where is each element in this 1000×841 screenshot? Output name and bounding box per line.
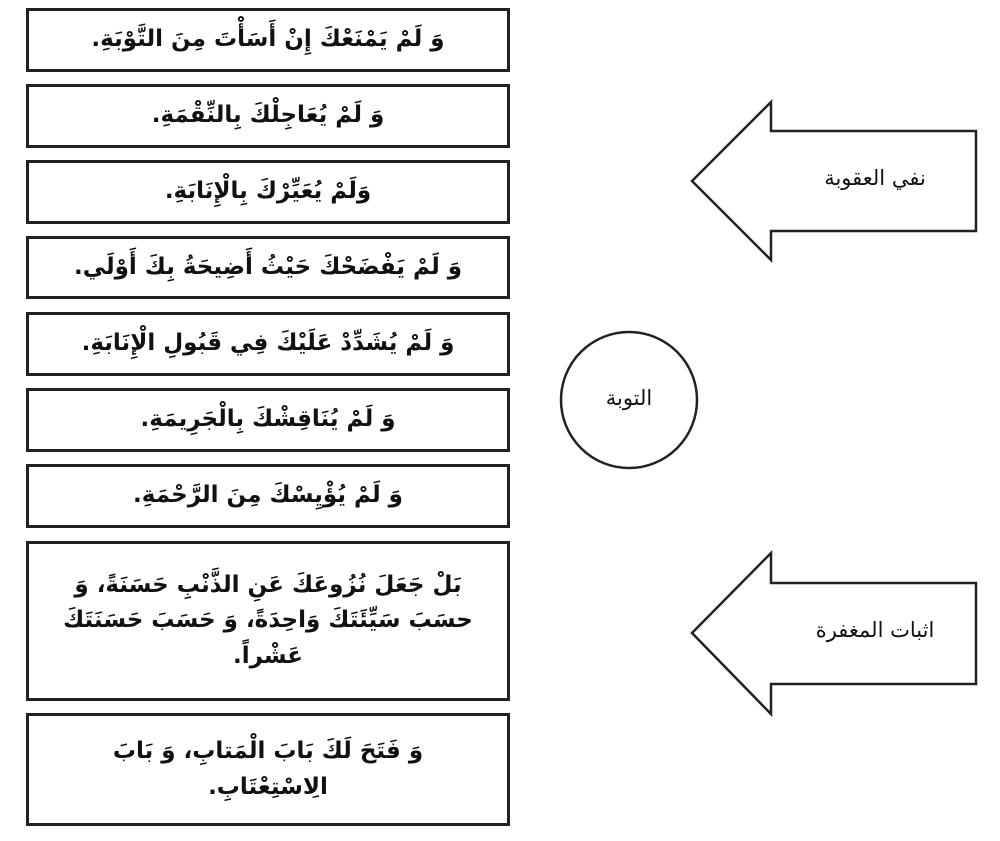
text-box-4: وَ لَمْ يَفْضَحْكَ حَيْثُ أَضِيحَةُ بِكَ… [26, 236, 510, 299]
arrow-bottom-shape [690, 549, 978, 718]
text-box-2: وَ لَمْ يُعَاجِلْكَ بِالنِّقْمَةِ. [26, 84, 510, 148]
arrow-bottom-label: اثبات المغفرة [815, 618, 935, 642]
text-box-7: وَ لَمْ يُؤْيِسْكَ مِنَ الرَّحْمَةِ. [26, 464, 510, 528]
text-box-8: بَلْ جَعَلَ نُزُوعَكَ عَنِ الذَّنْبِ حَس… [26, 541, 510, 701]
arrow-top-shape [690, 98, 978, 264]
text-box-9: وَ فَتَحَ لَكَ بَابَ الْمَتابِ، وَ بَابَ… [26, 713, 510, 826]
text-box-6: وَ لَمْ يُنَاقِشْكَ بِالْجَرِيمَةِ. [26, 388, 510, 452]
text-box-3: وَلَمْ يُعَيِّرْكَ بِالْإِنَابَةِ. [26, 160, 510, 224]
text-box-5: وَ لَمْ يُشَدِّدْ عَلَيْكَ فِي قَبُولِ ا… [26, 312, 510, 376]
center-circle-shape [559, 330, 699, 470]
center-circle-label: التوبة [605, 386, 653, 410]
text-box-1: وَ لَمْ يَمْنَعْكَ إِنْ أَسَأْتَ مِنَ ال… [26, 8, 510, 72]
arrow-top-label: نفي العقوبة [824, 166, 926, 190]
